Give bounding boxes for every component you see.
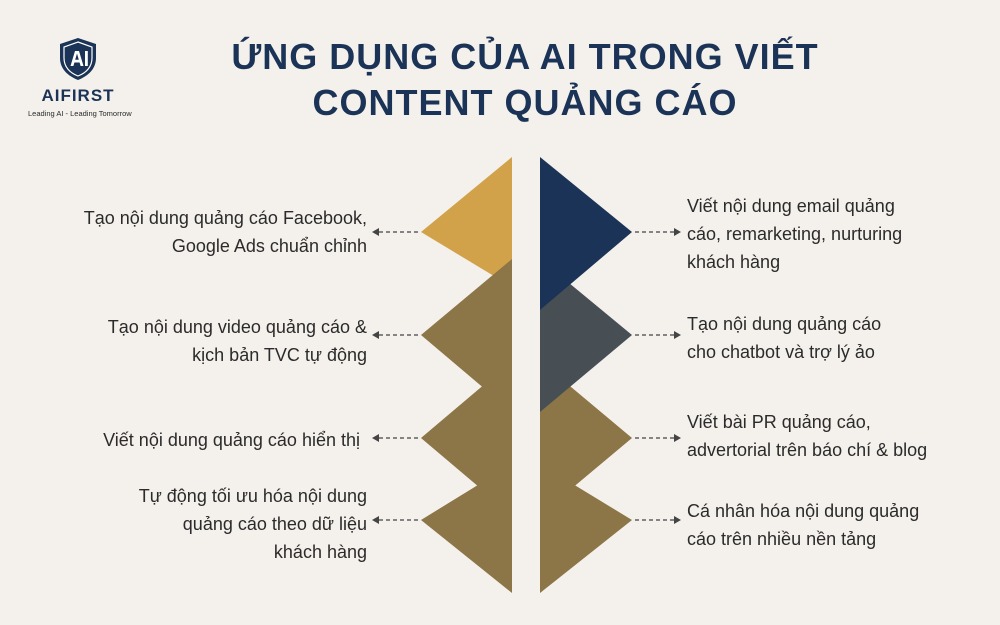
- right-triangle-1: [540, 157, 632, 310]
- right-triangle-3: [540, 361, 632, 515]
- right-item-4-line-2: cáo trên nhiều nền tảng: [687, 529, 877, 549]
- left-item-1: Tạo nội dung quảng cáo Facebook, Google …: [84, 204, 367, 260]
- left-triangle-2: [421, 259, 512, 412]
- left-item-4-line-2: quảng cáo theo dữ liệu: [182, 514, 367, 534]
- left-item-2-line-1: Tạo nội dung video quảng cáo &: [107, 317, 367, 337]
- left-triangle-4: [421, 464, 512, 593]
- brand-logo: AIFIRST Leading AI - Leading Tomorrow: [28, 36, 132, 118]
- title-line-2: CONTENT QUẢNG CÁO: [312, 82, 738, 123]
- title-line-1: ỨNG DỤNG CỦA AI TRONG VIẾT: [231, 36, 819, 77]
- right-item-4-line-1: Cá nhân hóa nội dung quảng: [687, 501, 920, 521]
- right-item-2-line-2: cho chatbot và trợ lý ảo: [687, 342, 875, 362]
- shield-ai-logo-icon: [60, 38, 96, 80]
- right-item-1-line-2: cáo, remarketing, nurturing: [687, 224, 903, 244]
- left-item-2-line-2: kịch bản TVC tự động: [192, 345, 367, 365]
- right-item-2: Tạo nội dung quảng cáo cho chatbot và tr…: [687, 310, 881, 366]
- left-arrowhead-2: [372, 331, 379, 339]
- right-arrowhead-2: [674, 331, 681, 339]
- left-arrowhead-3: [372, 434, 379, 442]
- left-item-4: Tự động tối ưu hóa nội dung quảng cáo th…: [139, 482, 367, 566]
- right-item-3: Viết bài PR quảng cáo, advertorial trên …: [687, 408, 927, 464]
- left-arrowhead-1: [372, 228, 379, 236]
- left-item-3-line-1: Viết nội dung quảng cáo hiển thị: [103, 430, 360, 450]
- brand-name: AIFIRST: [41, 86, 115, 105]
- left-item-4-line-1: Tự động tối ưu hóa nội dung: [138, 486, 367, 506]
- right-arrowhead-4: [674, 516, 681, 524]
- right-triangle-2: [540, 259, 632, 412]
- right-item-1: Viết nội dung email quảng cáo, remarketi…: [687, 192, 902, 276]
- right-item-4: Cá nhân hóa nội dung quảng cáo trên nhiề…: [687, 497, 919, 553]
- left-item-4-line-3: khách hàng: [273, 542, 367, 562]
- right-item-1-line-3: khách hàng: [687, 252, 781, 272]
- right-item-3-line-2: advertorial trên báo chí & blog: [687, 440, 928, 460]
- left-arrowhead-4: [372, 516, 379, 524]
- brand-tagline: Leading AI - Leading Tomorrow: [28, 109, 132, 118]
- right-arrowhead-3: [674, 434, 681, 442]
- left-triangle-1: [421, 157, 512, 287]
- left-item-1-line-1: Tạo nội dung quảng cáo Facebook,: [83, 208, 367, 228]
- right-arrowhead-1: [674, 228, 681, 236]
- right-triangle-4: [540, 464, 632, 593]
- right-item-1-line-1: Viết nội dung email quảng: [687, 196, 895, 216]
- right-item-3-line-1: Viết bài PR quảng cáo,: [687, 412, 871, 432]
- page-title: ỨNG DỤNG CỦA AI TRONG VIẾT CONTENT QUẢNG…: [200, 34, 850, 126]
- left-triangle-3: [421, 361, 512, 515]
- left-item-2: Tạo nội dung video quảng cáo & kịch bản …: [108, 313, 367, 369]
- right-item-2-line-1: Tạo nội dung quảng cáo: [687, 314, 882, 334]
- left-item-3: Viết nội dung quảng cáo hiển thị: [103, 426, 360, 454]
- left-item-1-line-2: Google Ads chuẩn chỉnh: [171, 236, 367, 256]
